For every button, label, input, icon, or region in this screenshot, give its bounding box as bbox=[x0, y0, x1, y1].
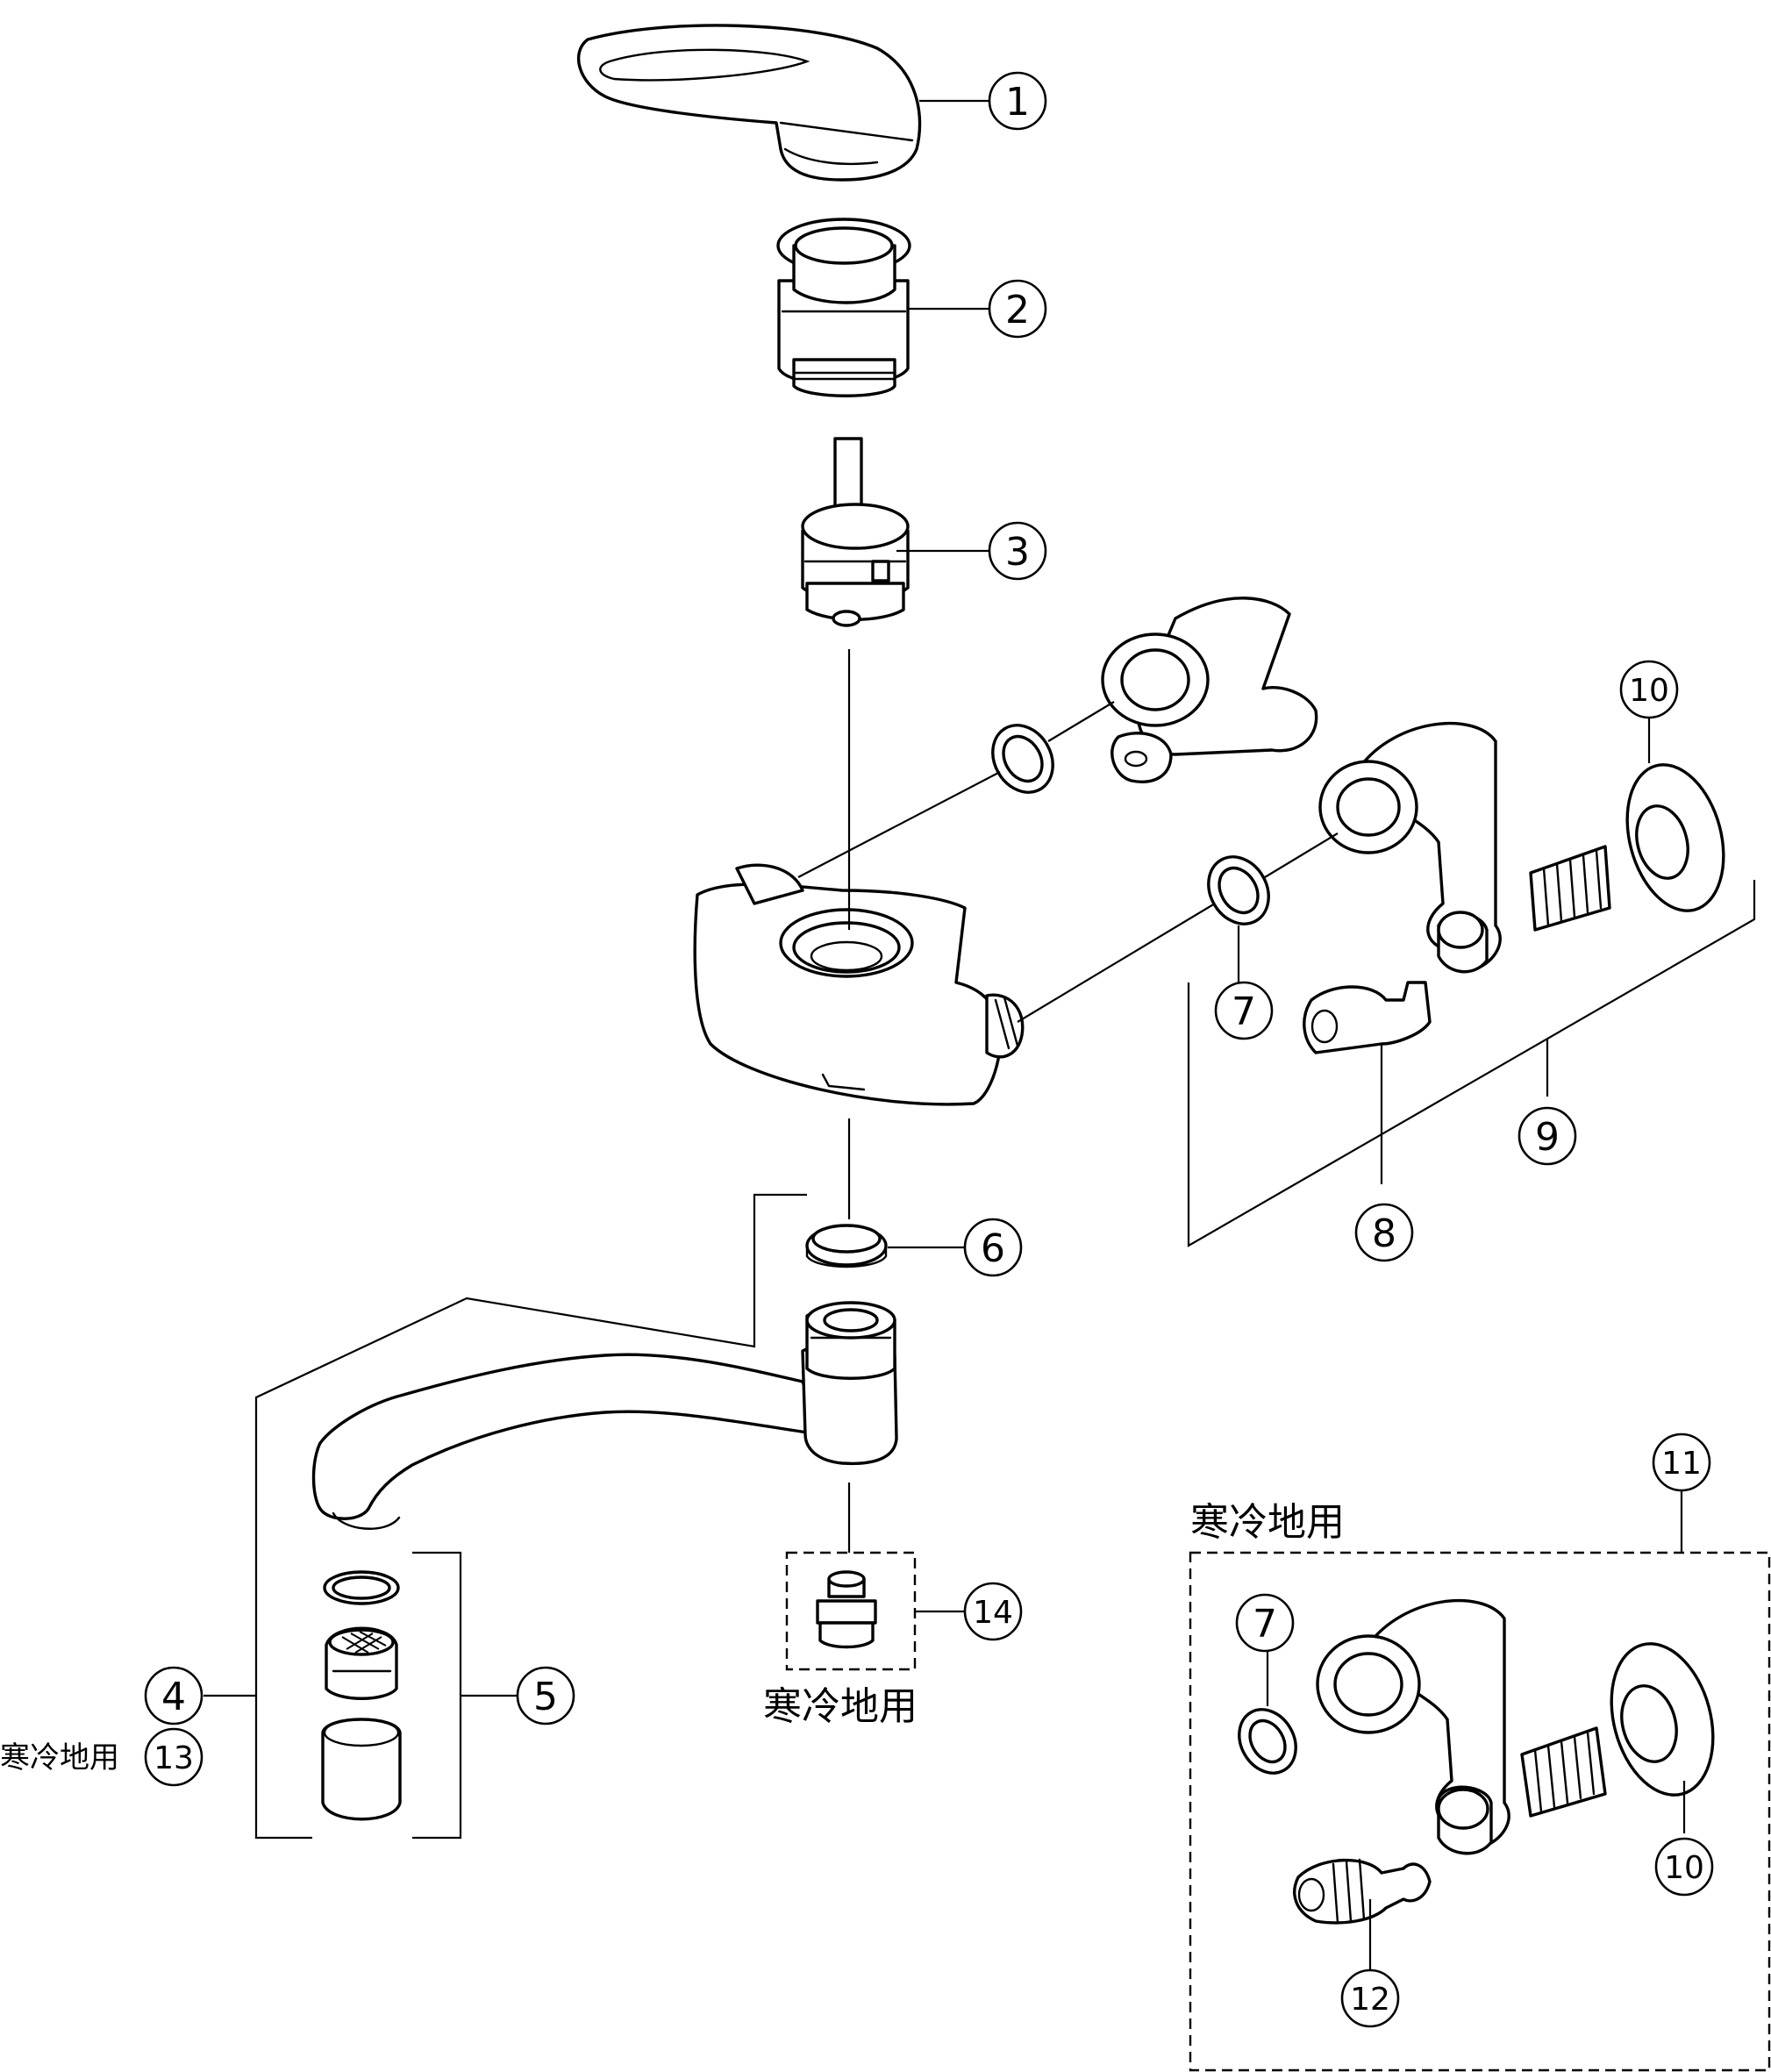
callout-13: 13 bbox=[144, 1727, 204, 1787]
svg-text:3: 3 bbox=[1005, 530, 1030, 575]
svg-text:6: 6 bbox=[981, 1226, 1005, 1271]
label-cold-region-14: 寒冷地用 bbox=[763, 1684, 918, 1729]
svg-text:4: 4 bbox=[161, 1675, 186, 1719]
part-packing-6 bbox=[805, 1224, 888, 1268]
part-lever-handle bbox=[577, 24, 922, 182]
svg-text:2: 2 bbox=[1005, 288, 1030, 332]
leader-lines bbox=[204, 99, 1756, 1969]
part-flange-10b bbox=[1610, 1642, 1715, 1797]
callout-10b: 10 bbox=[1654, 1837, 1714, 1897]
callout-5: 5 bbox=[516, 1666, 575, 1725]
label-cold-region-13: 寒冷地用 bbox=[0, 1740, 119, 1775]
callout-9: 9 bbox=[1517, 1106, 1577, 1166]
part-drain-plug-14 bbox=[816, 1570, 877, 1649]
callout-7a: 7 bbox=[1214, 981, 1274, 1040]
cold-region-box-14 bbox=[785, 1551, 917, 1671]
callout-2: 2 bbox=[988, 279, 1047, 339]
svg-text:10: 10 bbox=[1629, 673, 1669, 709]
callout-3: 3 bbox=[988, 521, 1047, 581]
svg-text:14: 14 bbox=[973, 1595, 1013, 1631]
part-valve-body bbox=[693, 863, 1025, 1106]
part-elbow-9 bbox=[1318, 721, 1611, 974]
part-elbow-upper bbox=[1101, 597, 1318, 783]
svg-text:12: 12 bbox=[1350, 1982, 1390, 2018]
svg-text:7: 7 bbox=[1253, 1602, 1277, 1647]
svg-text:8: 8 bbox=[1372, 1211, 1396, 1256]
part-spout bbox=[311, 1301, 898, 1530]
callout-12: 12 bbox=[1340, 1968, 1400, 2028]
cold-region-box-11 bbox=[1189, 1551, 1771, 2072]
callout-4: 4 bbox=[144, 1666, 204, 1725]
svg-text:13: 13 bbox=[154, 1740, 194, 1776]
svg-text:10: 10 bbox=[1664, 1850, 1704, 1886]
part-o-ring-7a bbox=[1207, 855, 1270, 925]
part-cartridge-nut bbox=[776, 218, 911, 397]
callout-8: 8 bbox=[1354, 1203, 1414, 1262]
part-o-ring-upper bbox=[991, 724, 1054, 794]
label-cold-region-11: 寒冷地用 bbox=[1190, 1500, 1345, 1545]
callout-1: 1 bbox=[988, 71, 1047, 131]
svg-text:1: 1 bbox=[1005, 80, 1030, 125]
part-o-ring-7b bbox=[1238, 1708, 1297, 1775]
callout-10a: 10 bbox=[1619, 660, 1679, 719]
part-valve-8 bbox=[1303, 981, 1432, 1054]
part-cartridge bbox=[801, 437, 910, 627]
svg-text:11: 11 bbox=[1661, 1446, 1702, 1482]
part-valve-12 bbox=[1293, 1858, 1432, 1925]
svg-text:5: 5 bbox=[533, 1675, 558, 1719]
part-elbow-11 bbox=[1316, 1598, 1607, 1855]
callout-14: 14 bbox=[963, 1582, 1023, 1641]
svg-text:7: 7 bbox=[1232, 990, 1256, 1034]
part-flange-10a bbox=[1625, 763, 1725, 912]
callout-11: 11 bbox=[1652, 1433, 1711, 1492]
part-aerator-stack bbox=[321, 1570, 402, 1821]
svg-text:9: 9 bbox=[1535, 1115, 1560, 1160]
callout-6: 6 bbox=[963, 1218, 1023, 1277]
callout-7b: 7 bbox=[1235, 1593, 1295, 1653]
